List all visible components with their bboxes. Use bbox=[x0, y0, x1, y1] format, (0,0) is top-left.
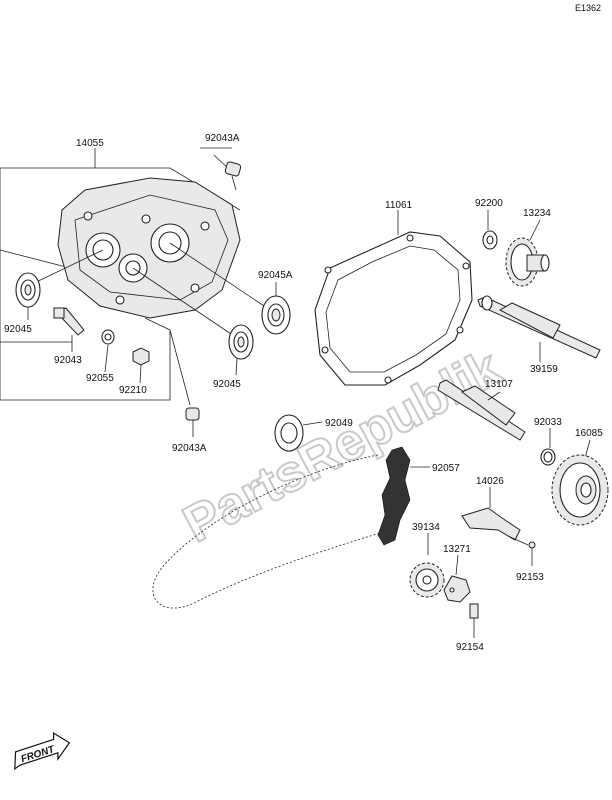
dowel-pin-92043A-bottom bbox=[169, 329, 200, 437]
diagram-code: E1362 bbox=[575, 3, 601, 13]
dowel-pin-92043A-top bbox=[200, 147, 242, 191]
part-labels: 14055 92043A 92045 92045A 92045 92043 92… bbox=[4, 133, 603, 653]
bearing-92045A bbox=[261, 282, 291, 335]
label-13107: 13107 bbox=[485, 379, 513, 390]
label-92055: 92055 bbox=[86, 373, 114, 384]
label-92057: 92057 bbox=[432, 463, 460, 474]
label-14055: 14055 bbox=[76, 138, 104, 149]
cover-assembly-14055 bbox=[0, 148, 271, 401]
shaft-13107 bbox=[437, 379, 526, 441]
gasket-11061 bbox=[314, 210, 473, 386]
label-92043: 92043 bbox=[54, 355, 82, 366]
label-92033: 92033 bbox=[534, 417, 562, 428]
label-92043A-top: 92043A bbox=[205, 133, 240, 144]
bolt-92043 bbox=[53, 307, 85, 352]
gear-13234 bbox=[505, 219, 550, 287]
shaft-39159 bbox=[477, 295, 601, 362]
label-11061: 11061 bbox=[385, 200, 413, 211]
front-arrow-icon: FRONT bbox=[14, 732, 71, 771]
label-92153: 92153 bbox=[516, 572, 544, 583]
gear-16085 bbox=[551, 439, 609, 526]
bearing-92045-mid bbox=[228, 324, 254, 376]
label-92154: 92154 bbox=[456, 642, 484, 653]
label-39159: 39159 bbox=[530, 364, 558, 375]
screw-92153 bbox=[507, 535, 536, 566]
oil-seal-92049 bbox=[274, 414, 323, 452]
label-13234: 13234 bbox=[523, 208, 551, 219]
circlip-92033 bbox=[540, 428, 556, 466]
label-92045-mid: 92045 bbox=[213, 379, 241, 390]
washer-92055 bbox=[101, 329, 115, 373]
chain-92057 bbox=[152, 446, 430, 609]
label-39134: 39134 bbox=[412, 522, 440, 533]
label-13271: 13271 bbox=[443, 544, 471, 555]
sprocket-39134 bbox=[409, 533, 445, 598]
chain-guide-14026 bbox=[461, 487, 521, 541]
label-92200: 92200 bbox=[475, 198, 503, 209]
plate-13271 bbox=[443, 554, 471, 603]
label-92043A-bottom: 92043A bbox=[172, 443, 207, 454]
label-92045A: 92045A bbox=[258, 270, 293, 281]
washer-92200 bbox=[482, 210, 498, 250]
bearing-92045-left bbox=[15, 272, 41, 320]
nut-92210 bbox=[132, 347, 150, 384]
label-92045-left: 92045 bbox=[4, 324, 32, 335]
label-92210: 92210 bbox=[119, 385, 147, 396]
label-92049: 92049 bbox=[325, 418, 353, 429]
label-14026: 14026 bbox=[476, 476, 504, 487]
label-16085: 16085 bbox=[575, 428, 603, 439]
bolt-92154 bbox=[469, 603, 479, 638]
